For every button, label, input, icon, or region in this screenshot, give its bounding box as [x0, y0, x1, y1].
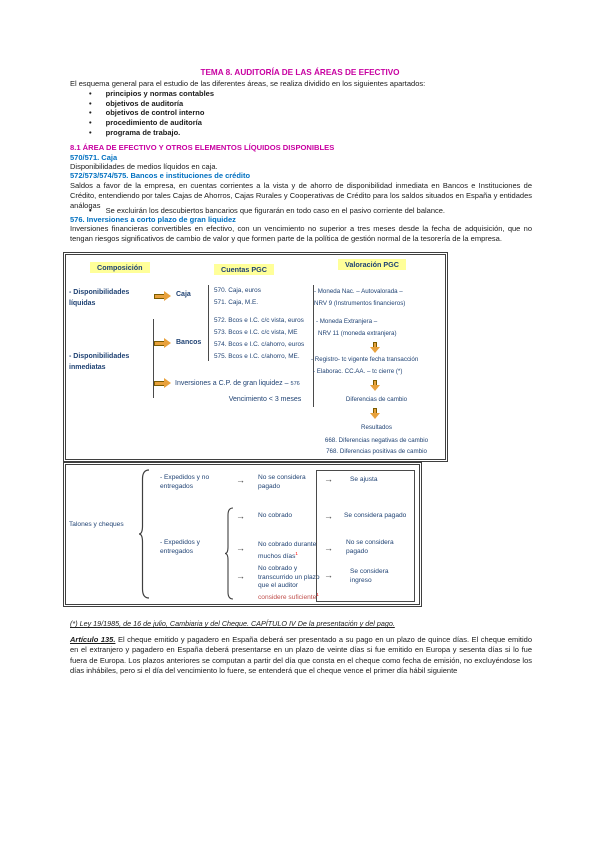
condition-highlight: considere suficiente — [258, 593, 317, 601]
inversiones-account-number: 576 — [290, 381, 300, 387]
condition-no-se-considera-pagado: No se considera pagado — [258, 474, 306, 490]
articulo-label: Artículo 135. — [70, 635, 116, 644]
header-cuentas-pgc: Cuentas PGC — [214, 264, 274, 275]
account-575: 575. Bcos e I.C. c/ahorro, ME. — [214, 353, 300, 360]
caja-text: Disponibilidades de medios líquidos en c… — [70, 162, 218, 171]
condition-no-cobrado-plazo-suficiente: No cobrado y transcurrido un plazo que e… — [258, 565, 320, 601]
inversiones-text: Inversiones financieras convertibles en … — [70, 224, 532, 244]
label-talones-cheques: Talones y cheques — [69, 521, 124, 528]
page-title: TEMA 8. AUDITORÍA DE LAS ÁREAS DE EFECTI… — [200, 68, 400, 77]
accounts-divider-line — [208, 285, 209, 361]
condition-no-cobrado-muchos-dias: No cobrado durante muchos días1 — [258, 541, 317, 560]
intro-bullet-4: procedimiento de auditoría — [89, 118, 529, 128]
header-composicion: Composición — [90, 262, 150, 273]
label-vencimiento: Vencimiento < 3 meses — [228, 396, 302, 403]
diagram-composicion-cuentas-valoracion: Composición Cuentas PGC Valoración PGC -… — [63, 252, 448, 462]
column-divider-line — [313, 285, 314, 407]
account-574: 574. Bcos e I.C. c/ahorro, euros — [214, 341, 305, 348]
condition-no-cobrado: No cobrado — [258, 512, 293, 519]
intro-paragraph: El esquema general para el estudio de la… — [70, 79, 426, 88]
label-bancos: Bancos — [176, 339, 202, 346]
val-elaborac: - Elaborac. CC.AA. – tc cierre (*) — [313, 368, 403, 375]
inversiones-heading: 576. Inversiones a corto plazo de gran l… — [70, 214, 236, 224]
group-line — [153, 319, 154, 398]
arrow-right-icon: → — [236, 475, 245, 485]
right-arrow-icon — [154, 338, 172, 348]
arrow-right-icon: → — [236, 511, 245, 521]
intro-bullet-2: objetivos de auditoría — [89, 99, 529, 109]
label-disponibilidades-inmediatas: - Disponibilidades inmediatas — [69, 353, 130, 371]
footnote-mark: 1 — [316, 591, 319, 597]
articulo-135: Artículo 135. El cheque emitido y pagade… — [70, 635, 532, 677]
outcome-no-se-considera-pagado: No se considera pagado — [346, 539, 394, 555]
right-arrow-icon — [154, 378, 172, 388]
account-572: 572. Bcos e I.C. c/c vista, euros — [214, 317, 304, 324]
intro-bullet-1: principios y normas contables — [89, 89, 529, 99]
footnote-ley: (*) Ley 19/1985, de 16 de julio, Cambiar… — [70, 619, 395, 628]
down-arrow-icon — [370, 408, 381, 419]
arrow-right-icon: → — [236, 571, 245, 581]
articulo-text: El cheque emitido y pagadero en España d… — [70, 635, 532, 676]
account-570: 570. Caja, euros — [214, 287, 261, 294]
arrow-right-icon: → — [236, 543, 245, 553]
caja-heading: 570/571. Caja — [70, 152, 118, 162]
val-768: 768. Diferencias positivas de cambio — [326, 448, 427, 455]
diagram-talones-cheques: Talones y cheques - Expedidos y no entre… — [63, 462, 422, 607]
bancos-heading: 572/573/574/575. Bancos e instituciones … — [70, 171, 251, 180]
header-valoracion-pgc: Valoración PGC — [338, 259, 406, 270]
val-668: 668. Diferencias negativas de cambio — [324, 437, 429, 444]
val-registro: - Registro- tc vigente fecha transacción — [311, 356, 419, 363]
section-heading: 8.1 ÁREA DE EFECTIVO Y OTROS ELEMENTOS L… — [70, 143, 335, 152]
bancos-text: Saldos a favor de la empresa, en cuentas… — [70, 180, 532, 211]
arrow-right-icon: → — [324, 543, 333, 553]
footnote-mark: 1 — [295, 550, 298, 556]
intro-bullet-5: programa de trabajo. — [89, 128, 529, 138]
label-inversiones-cp: Inversiones a C.P. de gran liquidez – 57… — [175, 380, 300, 387]
outcome-se-considera-ingreso: Se considera ingreso — [350, 568, 389, 584]
label-caja: Caja — [176, 291, 191, 298]
val-nrv11: NRV 11 (moneda extranjera) — [318, 330, 397, 337]
outcome-se-ajusta: Se ajusta — [350, 476, 378, 483]
val-nrv9: NRV 9 (Instrumentos financieros) — [314, 300, 406, 307]
arrow-right-icon: → — [324, 474, 333, 484]
right-arrow-icon — [154, 291, 172, 301]
val-diferencias-cambio: Diferencias de cambio — [345, 396, 408, 403]
outcome-se-considera-pagado: Se considera pagado — [344, 512, 407, 519]
label-disponibilidades-liquidas: - Disponibilidades líquidas — [69, 289, 130, 307]
label-expedidos-entregados: - Expedidos y entregados — [160, 539, 200, 555]
arrow-right-icon: → — [324, 511, 333, 521]
intro-bullet-3: objetivos de control interno — [89, 108, 529, 118]
brace-icon — [138, 469, 150, 599]
val-moneda-nac: - Moneda Nac. – Autovalorada – — [314, 288, 403, 295]
brace-icon — [224, 507, 234, 600]
down-arrow-icon — [370, 380, 381, 391]
arrow-right-icon: → — [324, 570, 333, 580]
val-resultados: Resultados — [361, 424, 392, 431]
label-expedidos-no-entregados: - Expedidos y no entregados — [160, 474, 210, 490]
bancos-bullet: Se excluirán los descubiertos bancarios … — [89, 206, 529, 216]
account-571: 571. Caja, M.E. — [214, 299, 259, 306]
outcomes-box — [316, 470, 415, 602]
val-moneda-ext: - Moneda Extranjera – — [316, 318, 378, 325]
down-arrow-icon — [370, 342, 381, 353]
account-573: 573. Bcos e I.C. c/c vista, ME — [214, 329, 298, 336]
